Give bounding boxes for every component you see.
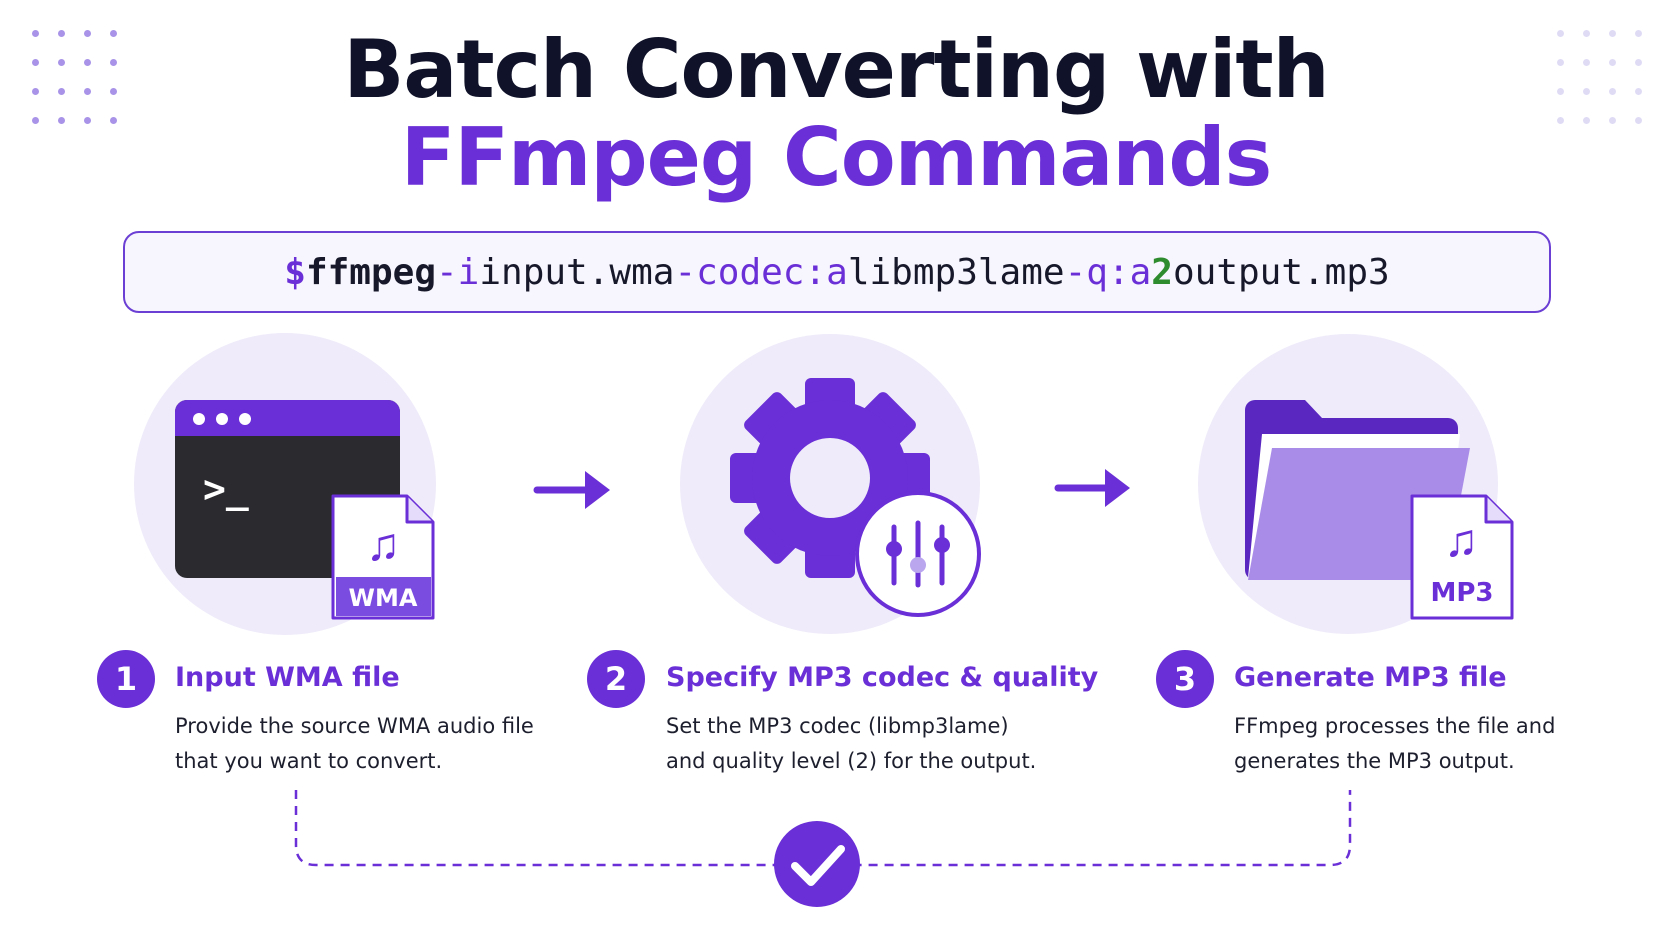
- step3-desc-line1: FFmpeg processes the file and: [1234, 714, 1556, 738]
- folder-icon: [1245, 400, 1470, 580]
- checkmark-icon: [774, 821, 860, 907]
- step3-title: Generate MP3 file: [1234, 662, 1507, 693]
- command-box: $ ffmpeg -i input.wma -codec:a libmp3lam…: [123, 231, 1551, 313]
- step3-illustration: ♫ MP3: [1198, 334, 1514, 634]
- step2-number-badge: 2: [587, 650, 645, 708]
- command-flag-quality: -q:a: [1064, 251, 1152, 293]
- svg-text:♫: ♫: [1444, 514, 1479, 566]
- completion-connector: [294, 790, 1352, 907]
- mp3-file-icon: ♫ MP3: [1410, 494, 1514, 620]
- terminal-prompt-text: >_: [203, 467, 249, 511]
- command-output-file: output.mp3: [1172, 251, 1390, 293]
- arrow-right-icon: [1054, 469, 1130, 507]
- sliders-icon: [855, 491, 981, 617]
- svg-text:♫: ♫: [366, 518, 401, 570]
- command-input-file: input.wma: [479, 251, 675, 293]
- command-quality: 2: [1151, 251, 1173, 293]
- page-title-line1: Batch Converting with: [343, 23, 1329, 116]
- command-prompt: $: [284, 251, 306, 293]
- step2-title: Specify MP3 codec & quality: [666, 662, 1099, 693]
- step3-number-badge: 3: [1156, 650, 1214, 708]
- command-flag-input: -i: [436, 251, 480, 293]
- step2-illustration: [680, 334, 981, 634]
- decorative-dots-left: [32, 30, 136, 124]
- step1-desc-line1: Provide the source WMA audio file: [175, 714, 534, 738]
- command-program: ffmpeg: [305, 251, 436, 293]
- step1-desc-line2: that you want to convert.: [175, 749, 443, 773]
- step2-desc-line2: and quality level (2) for the output.: [666, 749, 1037, 773]
- step1-illustration: >_ ♫ WMA: [134, 333, 436, 635]
- mp3-file-label: MP3: [1430, 578, 1493, 608]
- command-codec: libmp3lame: [847, 251, 1065, 293]
- wma-file-icon: ♫ WMA: [331, 494, 435, 620]
- command-flag-codec: -codec:a: [674, 251, 848, 293]
- step1-title: Input WMA file: [175, 662, 400, 693]
- decorative-dots-right: [1557, 30, 1661, 124]
- arrow-right-icon: [533, 471, 610, 509]
- page-title-line2: FFmpeg Commands: [400, 111, 1273, 204]
- step2-desc-line1: Set the MP3 codec (libmp3lame): [666, 714, 1009, 738]
- step1-number-badge: 1: [97, 650, 155, 708]
- wma-file-label: WMA: [349, 584, 418, 612]
- step3-desc-line2: generates the MP3 output.: [1234, 749, 1515, 773]
